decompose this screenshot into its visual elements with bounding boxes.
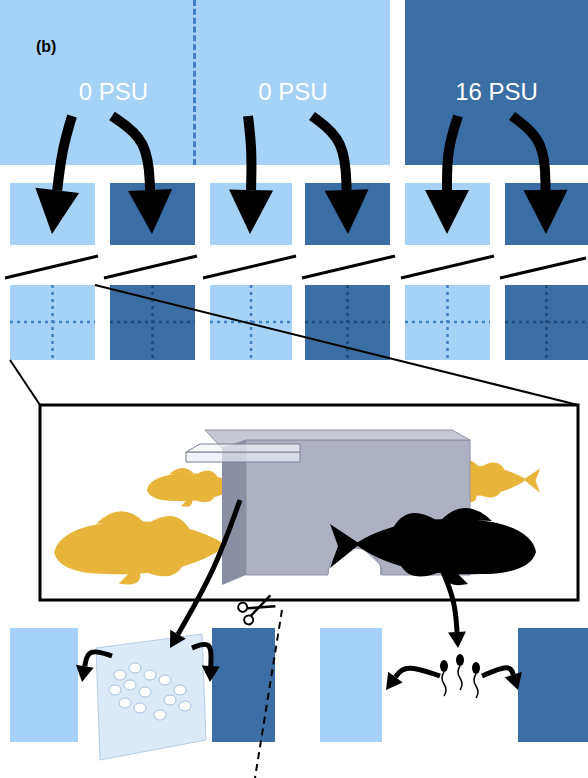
divider — [250, 285, 253, 360]
flow-arrow — [386, 668, 440, 690]
arrow-shaft — [395, 668, 440, 677]
arrow-head — [170, 630, 186, 648]
divided-tank — [210, 285, 292, 360]
arrow-shaft — [512, 116, 546, 190]
egg-slide — [186, 452, 300, 462]
fresh-tank — [10, 183, 95, 245]
separator-line — [203, 256, 296, 278]
brackish-tank — [305, 183, 390, 245]
arrow-head — [386, 672, 403, 690]
arrow-shaft — [447, 116, 458, 190]
bottom-tanks — [10, 628, 588, 742]
flow-arrow — [482, 668, 522, 690]
flow-arrow — [112, 116, 172, 234]
fish-group — [330, 508, 536, 585]
arrow-head — [524, 190, 568, 234]
tank — [210, 285, 292, 360]
divider — [505, 321, 588, 324]
zoom-frame — [40, 405, 578, 600]
scissors-icon — [237, 591, 278, 626]
salinity-tank: 16 PSU — [405, 0, 588, 165]
arrow-head — [448, 631, 466, 648]
flow-arrow — [76, 652, 112, 682]
flow-arrow — [192, 644, 220, 682]
egg-slide — [186, 444, 300, 452]
separator-line — [104, 256, 197, 278]
flow-arrow — [512, 116, 568, 234]
arrow-shaft — [57, 116, 72, 190]
salinity-tank: 0 PSU — [196, 0, 390, 165]
tank — [405, 285, 490, 360]
arrow-head — [202, 666, 220, 682]
flow-arrow — [35, 116, 79, 234]
arrow-shaft — [85, 652, 112, 666]
divided-tank — [405, 285, 490, 360]
brackish-tank — [110, 183, 195, 245]
egg-sheet — [96, 634, 206, 760]
arrows — [35, 116, 567, 690]
tank — [110, 285, 195, 360]
panel-label: (b) — [36, 38, 56, 56]
divider — [305, 321, 390, 324]
arrow-head — [505, 672, 522, 690]
arrow-shaft — [440, 565, 457, 632]
flow-arrow — [312, 116, 369, 234]
separator-line — [401, 256, 494, 278]
flow-arrow — [229, 116, 273, 234]
tank — [10, 285, 95, 360]
arrow-shaft — [248, 116, 251, 190]
arrow-shaft — [482, 668, 513, 676]
sperm — [440, 654, 480, 698]
tank — [505, 285, 588, 360]
flow-arrow — [170, 500, 240, 648]
arrow-head — [325, 189, 369, 234]
salinity-label: 0 PSU — [258, 78, 327, 106]
arrow-shaft — [112, 116, 150, 190]
arrow-shaft — [312, 116, 347, 190]
cut-line — [255, 610, 282, 778]
fresh-tank — [210, 183, 292, 245]
flow-arrow — [425, 116, 469, 234]
arrow-head — [128, 189, 172, 234]
divider — [405, 321, 490, 324]
divided-tank — [505, 285, 588, 360]
fresh-tank — [405, 183, 490, 245]
arrow-head — [229, 189, 273, 234]
separator-line — [302, 256, 395, 278]
divided-tank — [10, 285, 95, 360]
flow-arrow — [440, 565, 466, 648]
arrow-shaft — [178, 500, 240, 634]
zoom-line — [10, 360, 40, 405]
arrow-head — [76, 665, 94, 682]
separator-lines — [5, 256, 586, 278]
goby-fish — [330, 508, 536, 585]
salinity-label: 16 PSU — [455, 78, 538, 106]
brackish-tank — [212, 628, 275, 742]
eggs — [109, 663, 191, 720]
zoom-line — [95, 285, 578, 405]
tank-row — [10, 183, 588, 245]
fresh-tank — [10, 628, 78, 742]
separator-line — [500, 258, 586, 278]
divided-tank — [110, 285, 195, 360]
salinity-tank: 0 PSU — [0, 0, 196, 165]
arrow-head — [425, 190, 469, 234]
salinity-label: 0 PSU — [79, 78, 148, 106]
arrow-head — [35, 188, 79, 234]
fresh-tank — [320, 628, 382, 742]
brackish-tank — [505, 183, 588, 245]
brackish-tank — [518, 628, 588, 742]
arrow-shaft — [192, 644, 211, 666]
divider — [10, 321, 95, 324]
separator-line — [5, 256, 98, 278]
divider — [110, 321, 195, 324]
divided-tanks — [10, 285, 588, 360]
